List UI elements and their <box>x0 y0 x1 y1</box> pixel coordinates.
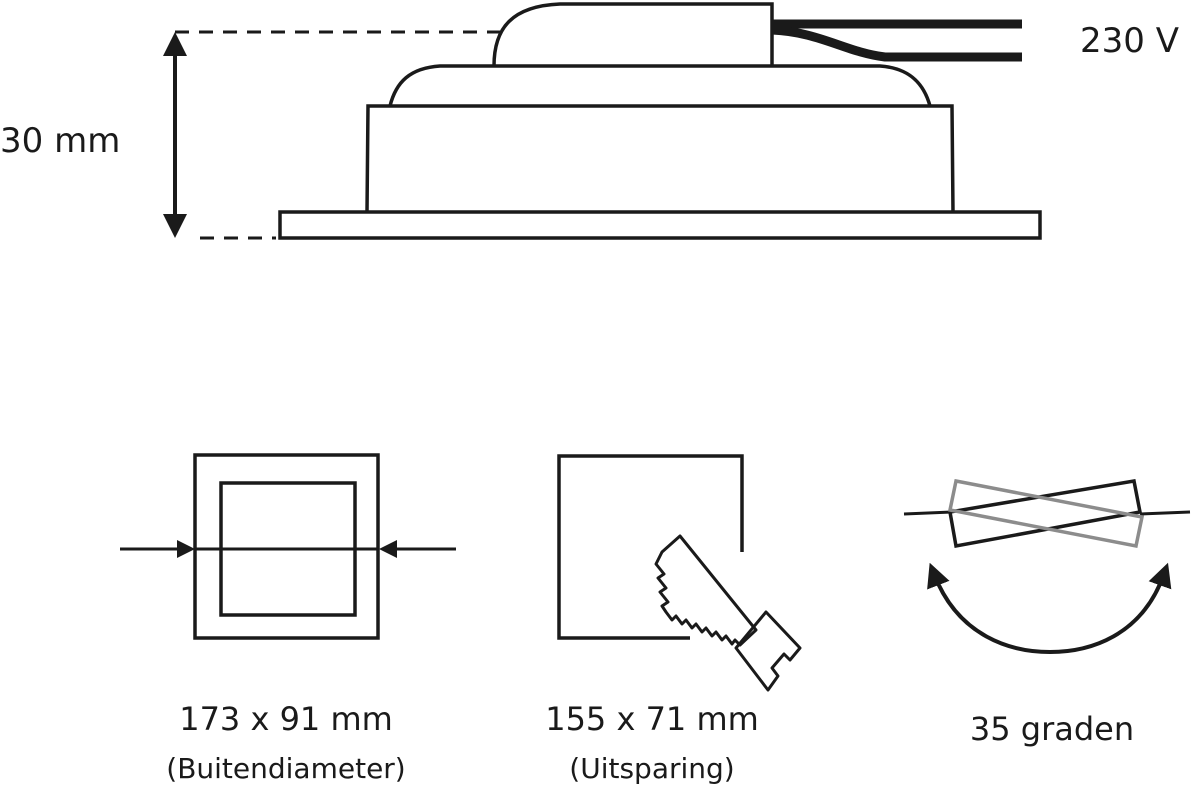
lamp-position-left <box>947 478 1143 549</box>
cutout-size-label: 155 x 71 mm <box>545 700 759 738</box>
tilt-arc-arrow <box>927 562 1172 655</box>
driver-housing <box>492 2 774 67</box>
lamp-dome <box>388 64 932 107</box>
outer-caption: (Buitendiameter) <box>166 752 405 785</box>
cutout-icon <box>557 454 802 692</box>
cutout-outline <box>557 454 744 640</box>
cutout-caption: (Uitsparing) <box>569 752 734 785</box>
saw-handle <box>734 610 802 692</box>
tilt-angle-label: 35 graden <box>970 710 1134 748</box>
outer-frame <box>193 453 380 640</box>
lamp-flange <box>278 210 1042 240</box>
outer-size-label: 173 x 91 mm <box>179 700 393 738</box>
voltage-label: 230 V <box>1080 21 1179 61</box>
tilt-icon <box>903 478 1191 655</box>
side-view <box>278 2 1042 240</box>
lamp-position-right <box>947 478 1145 549</box>
saw-blade <box>654 534 758 647</box>
height-label: 30 mm <box>0 121 120 161</box>
height-dimension <box>163 30 500 240</box>
pivot-axis-left <box>903 510 953 516</box>
lamp-body <box>365 104 955 213</box>
power-cable-bottom <box>771 25 1022 62</box>
saw-icon <box>654 534 802 692</box>
pivot-axis-right <box>1139 510 1191 516</box>
outer-diameter-icon <box>120 453 456 640</box>
